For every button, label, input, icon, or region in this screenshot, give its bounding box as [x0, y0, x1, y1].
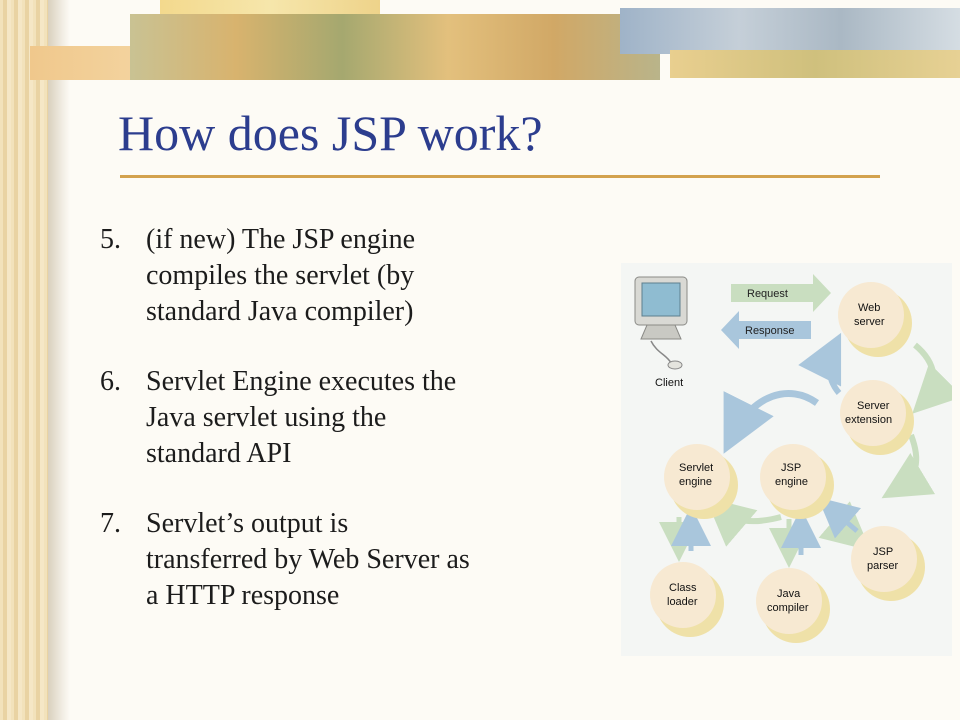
response-arrow: Response: [721, 311, 811, 349]
flow-arrow: [723, 390, 820, 454]
response-label: Response: [745, 325, 795, 337]
svg-text:server: server: [854, 316, 885, 328]
svg-text:loader: loader: [667, 596, 698, 608]
step-number: 7.: [100, 508, 121, 539]
svg-text:engine: engine: [775, 476, 808, 488]
title-underline: [120, 175, 880, 178]
step-item: 7. Servlet’s output is transferred by We…: [100, 506, 600, 614]
slide-title: How does JSP work?: [118, 105, 543, 161]
web-server-node: Web server: [838, 282, 912, 357]
svg-text:Java: Java: [777, 588, 801, 600]
flow-arrow: [912, 342, 952, 414]
flow-arrow: [881, 433, 936, 499]
top-decorative-banner: [30, 0, 960, 80]
step-item: 6. Servlet Engine executes the Java serv…: [100, 364, 600, 472]
client-computer-icon: [634, 276, 688, 370]
request-label: Request: [747, 288, 788, 300]
flow-arrow: [817, 497, 861, 539]
flow-arrow: [798, 332, 842, 395]
diagram-canvas: Client Request Response Web server Serve…: [621, 263, 952, 656]
jsp-engine-node: JSP engine: [760, 444, 834, 519]
step-number: 6.: [100, 366, 121, 397]
svg-text:engine: engine: [679, 476, 712, 488]
servlet-engine-node: Servlet engine: [664, 444, 738, 519]
java-compiler-node: Java compiler: [756, 568, 830, 643]
left-decorative-band: [0, 0, 48, 720]
client-label: Client: [655, 377, 683, 389]
svg-text:Servlet: Servlet: [679, 462, 713, 474]
svg-text:Class: Class: [669, 582, 697, 594]
server-extension-node: Server extension: [840, 380, 914, 455]
step-number: 5.: [100, 224, 121, 255]
paper-shadow-edge: [48, 0, 70, 720]
svg-text:Server: Server: [857, 400, 890, 412]
step-list: 5. (if new) The JSP engine compiles the …: [100, 222, 600, 648]
svg-text:compiler: compiler: [767, 602, 809, 614]
step-item: 5. (if new) The JSP engine compiles the …: [100, 222, 600, 330]
jsp-parser-node: JSP parser: [851, 526, 925, 601]
svg-text:JSP: JSP: [873, 546, 893, 558]
svg-text:extension: extension: [845, 414, 892, 426]
request-arrow: Request: [731, 274, 831, 312]
class-loader-node: Class loader: [650, 562, 724, 637]
jsp-architecture-diagram: Client Request Response Web server Serve…: [621, 263, 952, 656]
svg-text:parser: parser: [867, 560, 899, 572]
step-text: Servlet’s output is transferred by Web S…: [146, 508, 470, 611]
svg-text:JSP: JSP: [781, 462, 801, 474]
step-text: Servlet Engine executes the Java servlet…: [146, 366, 457, 469]
svg-text:Web: Web: [858, 302, 880, 314]
step-text: (if new) The JSP engine compiles the ser…: [146, 224, 416, 327]
